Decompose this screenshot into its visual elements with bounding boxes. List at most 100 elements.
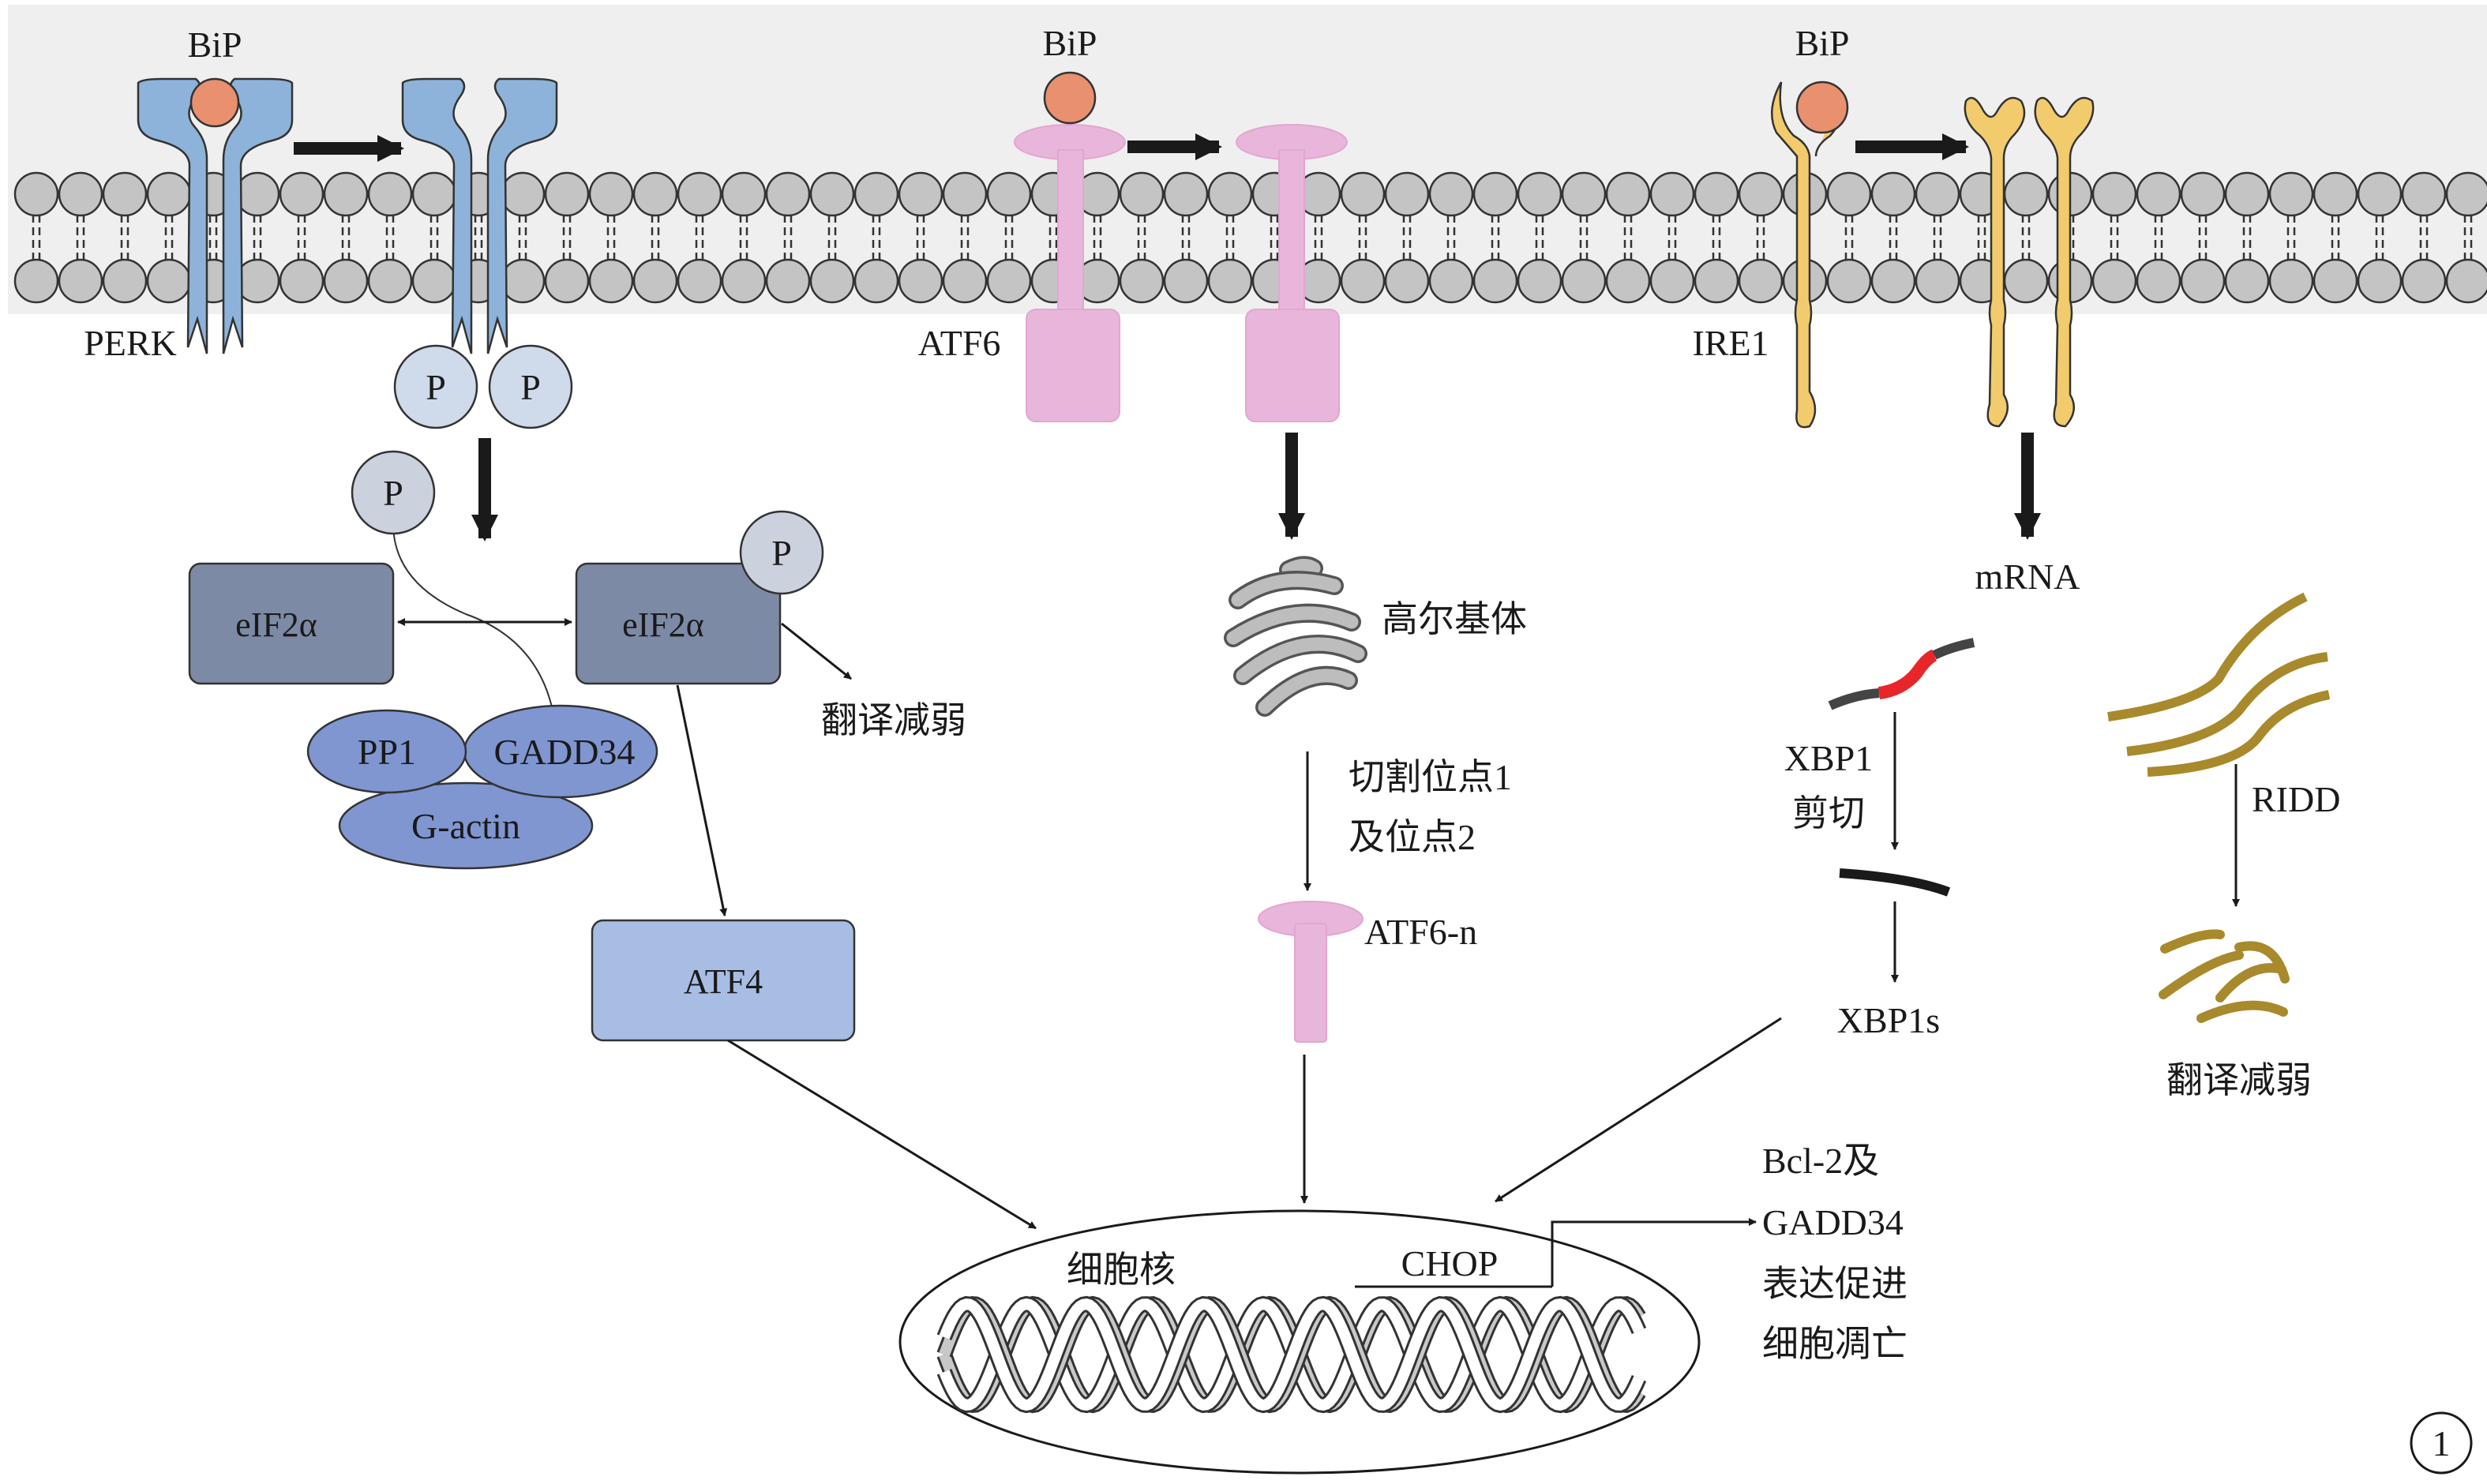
- lipid-head: [1207, 258, 1253, 304]
- phosphate-transfer-curve: [392, 525, 553, 711]
- lipid-head: [1340, 258, 1386, 304]
- lipid-head: [853, 258, 899, 304]
- atf6-branch: BiP ATF6 高尔基体 切割位点1 及位点2: [918, 23, 1527, 1204]
- lipid-head: [2357, 258, 2403, 304]
- bip-label-atf6: BiP: [1042, 23, 1097, 63]
- atf6-label: ATF6: [918, 323, 1001, 363]
- perk-label: PERK: [84, 323, 177, 363]
- eif2a-to-atf4-arrow: [676, 684, 728, 916]
- lipid-head: [323, 258, 369, 304]
- lipid-head: [2180, 258, 2226, 304]
- lipid-head: [1605, 171, 1651, 217]
- lipid-head: [1649, 171, 1695, 217]
- lipid-head: [1517, 258, 1562, 304]
- xbp1-intron: [1877, 649, 1937, 699]
- lipid-head: [809, 258, 855, 304]
- dna-double-helix: [936, 1295, 1647, 1414]
- lipid-head: [1605, 258, 1651, 304]
- lipid-head: [898, 171, 943, 217]
- lipid-head: [1384, 258, 1430, 304]
- lipid-head: [1207, 171, 1253, 217]
- perk-active-dimer: [401, 77, 558, 354]
- lipid-head: [2445, 171, 2487, 217]
- lipid-head: [2180, 171, 2226, 217]
- xbp1-mrna-right: [1932, 638, 1975, 660]
- lipid-head: [411, 171, 457, 217]
- lipid-head: [1915, 171, 1960, 217]
- atf4-label: ATF4: [684, 962, 763, 1001]
- xbp1-splice-label-line1: XBP1: [1784, 738, 1873, 778]
- ire1-active-dimer: [1964, 96, 2095, 428]
- lipid-head: [677, 258, 722, 304]
- figure-number-circle: [2410, 1411, 2473, 1475]
- lipid-head: [323, 171, 369, 217]
- lipid-head: [2313, 171, 2358, 217]
- eif2a-phospho-label: P: [771, 533, 792, 573]
- lipid-tails: [32, 215, 2473, 260]
- eif2a-phospho-circle: [739, 510, 824, 595]
- lipid-head: [1163, 258, 1209, 304]
- lipid-head: [2091, 258, 2137, 304]
- outcome-line-4: 细胞凋亡: [1762, 1324, 1907, 1364]
- lipid-head: [1738, 171, 1784, 217]
- lipid-head: [1163, 171, 1209, 217]
- chop-outcome-text: Bcl-2及 GADD34 表达促进 细胞凋亡: [1762, 1141, 1907, 1364]
- perk-translation-down-label: 翻译减弱: [821, 700, 966, 740]
- er-membrane: [8, 5, 2487, 314]
- lipid-head: [102, 171, 148, 217]
- lipid-head: [986, 258, 1032, 304]
- lipid-head: [2003, 171, 2049, 217]
- bip-on-perk: [189, 77, 240, 128]
- lipid-head: [986, 171, 1032, 217]
- cleavage-label-line1: 切割位点1: [1349, 757, 1512, 797]
- lipid-heads: [13, 171, 2487, 304]
- lipid-head: [1915, 258, 1960, 304]
- eif2a-box-right: [575, 562, 782, 685]
- lipid-head: [1561, 171, 1607, 217]
- dna-strand: [939, 1298, 1645, 1411]
- nucleus: 细胞核 CHOP: [898, 1209, 1757, 1475]
- ire1-label: IRE1: [1692, 323, 1769, 363]
- lipid-head: [279, 258, 324, 304]
- lipid-head: [632, 171, 678, 217]
- figure-number: 1: [2433, 1423, 2451, 1463]
- outcome-line-2: GADD34: [1762, 1202, 1904, 1242]
- lipid-head: [367, 171, 413, 217]
- lipid-head: [2224, 258, 2270, 304]
- lipid-head: [1694, 171, 1739, 217]
- lipid-head: [1472, 258, 1518, 304]
- lipid-head: [1428, 258, 1474, 304]
- lipid-head: [367, 258, 413, 304]
- lipid-head: [58, 171, 103, 217]
- pp1-label: PP1: [358, 732, 416, 772]
- chop-gene-label: CHOP: [1401, 1243, 1499, 1284]
- lipid-head: [1694, 258, 1739, 304]
- lipid-head: [2313, 258, 2358, 304]
- lipid-head: [2357, 171, 2403, 217]
- lipid-head: [1649, 258, 1695, 304]
- lipid-head: [234, 171, 280, 217]
- lipid-head: [146, 171, 192, 217]
- lipid-head: [1738, 258, 1784, 304]
- lipid-head: [942, 171, 988, 217]
- atf6n-protein: [1258, 901, 1364, 1043]
- lipid-head: [588, 171, 634, 217]
- phospho-label-1: P: [426, 367, 446, 407]
- lipid-head: [2224, 171, 2270, 217]
- atf6-active: [1236, 124, 1348, 422]
- lipid-head: [1384, 171, 1430, 217]
- lipid-head: [279, 171, 324, 217]
- lipid-head: [102, 258, 148, 304]
- outcome-line-3: 表达促进: [1762, 1264, 1907, 1304]
- lipid-head: [500, 171, 546, 217]
- nucleus-outline: [898, 1209, 1701, 1475]
- ridd-translation-down-label: 翻译减弱: [2166, 1060, 2312, 1100]
- eif2a-to-translation-arrow: [781, 622, 852, 680]
- cleavage-label-line2: 及位点2: [1349, 817, 1476, 857]
- lipid-head: [1826, 171, 1872, 217]
- lipid-head: [721, 171, 767, 217]
- lipid-head: [13, 171, 59, 217]
- eif2a-right-label: eIF2α: [622, 605, 704, 644]
- xbp1-mrna-left: [1828, 688, 1880, 710]
- free-phospho-label: P: [383, 473, 403, 513]
